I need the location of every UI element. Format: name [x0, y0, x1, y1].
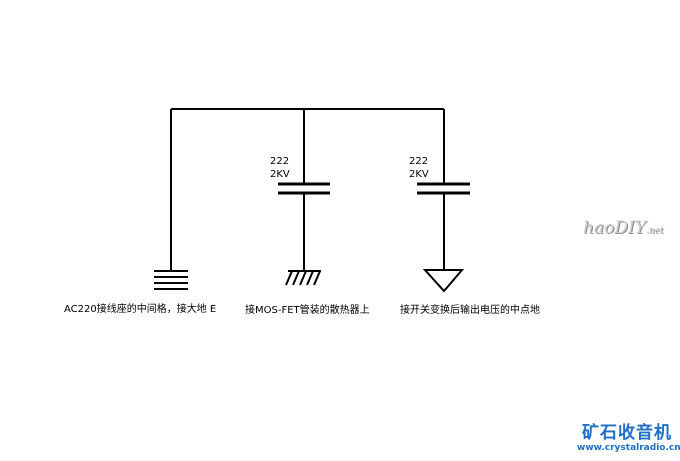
chassis-hatch-5 — [313, 270, 321, 286]
site-watermark: haoDIY.net — [583, 218, 664, 238]
brand-url: www.crystalradio.cn — [577, 443, 680, 453]
cap2-rating-label: 2KV — [409, 169, 429, 180]
signal-caption: 接开关变换后输出电压的中点地 — [400, 303, 540, 316]
site-watermark-text: haoDIY — [583, 218, 646, 238]
cap1-value-label: 222 — [270, 156, 289, 167]
capacitor-2 — [417, 182, 470, 195]
wires — [170, 108, 445, 270]
capacitor-1 — [278, 182, 330, 195]
chassis-hatch-3 — [299, 270, 307, 286]
component-labels: 222 2KV 222 2KV — [270, 156, 429, 180]
cap1-rating-label: 2KV — [270, 169, 290, 180]
cap2-value-label: 222 — [409, 156, 428, 167]
chassis-hatch-2 — [292, 270, 300, 286]
signal-ground-symbol — [422, 269, 465, 293]
earth-ground-symbol — [154, 270, 188, 290]
chassis-hatch-1 — [285, 270, 293, 286]
captions: AC220接线座的中间格，接大地 E 接MOS-FET管装的散热器上 接开关变换… — [64, 302, 540, 316]
site-watermark-suffix: .net — [645, 226, 664, 236]
brand-logo: 矿石收音机 www.crystalradio.cn — [577, 423, 680, 454]
chassis-caption: 接MOS-FET管装的散热器上 — [245, 303, 370, 316]
signal-ground-triangle — [422, 269, 465, 293]
chassis-hatch-4 — [306, 270, 314, 286]
earth-caption: AC220接线座的中间格，接大地 E — [64, 302, 216, 315]
chassis-ground-symbol — [285, 270, 321, 286]
brand-title: 矿石收音机 — [582, 423, 672, 443]
